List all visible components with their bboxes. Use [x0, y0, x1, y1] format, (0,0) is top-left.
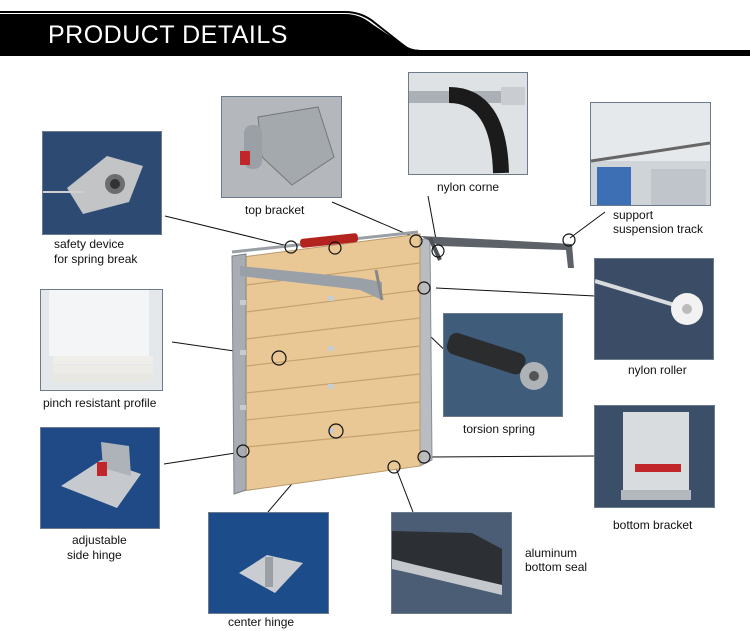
bottom-bracket-photo	[594, 405, 715, 508]
pinch-profile-photo	[40, 289, 163, 391]
nylon-roller-photo	[594, 258, 714, 360]
label-safety-line-2: for spring break	[54, 252, 138, 266]
side-hinge-photo	[40, 427, 160, 529]
torsion-spring-photo	[443, 313, 563, 417]
support-track-photo	[590, 102, 711, 206]
label-top-bracket: top bracket	[245, 203, 305, 217]
label-bottom-seal-line-2: bottom seal	[525, 560, 588, 574]
safety-device-photo	[42, 131, 162, 235]
label-nylon-corne: nylon corne	[437, 180, 500, 194]
page-title: PRODUCT DETAILS	[48, 21, 288, 49]
label-safety-line-1: safety device	[54, 237, 125, 251]
label-bottom-seal-line-1: aluminum	[525, 546, 578, 560]
header-banner	[0, 11, 750, 56]
label-nylon-roller: nylon roller	[628, 363, 687, 377]
top-bracket-photo	[221, 96, 342, 198]
label-torsion-spring: torsion spring	[463, 422, 536, 436]
label-side-hinge-line-2: side hinge	[67, 548, 122, 562]
nylon-corne-photo	[408, 72, 528, 175]
label-center-hinge: center hinge	[228, 615, 295, 629]
label-side-hinge-line-1: adjustable	[72, 533, 127, 547]
label-pinch-profile: pinch resistant profile	[43, 396, 157, 410]
label-bottom-bracket: bottom bracket	[613, 518, 693, 532]
label-support-line-2: suspension track	[613, 222, 704, 236]
bottom-seal-photo	[391, 512, 512, 614]
center-hinge-photo	[208, 512, 329, 614]
label-support-line-1: support	[613, 208, 654, 222]
